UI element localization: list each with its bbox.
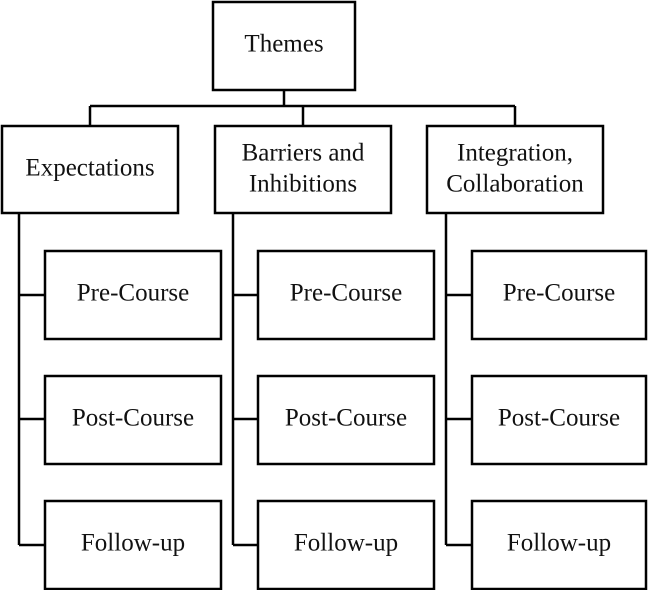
stage-label: Post-Course [498, 405, 620, 432]
stage-label: Follow-up [294, 530, 398, 557]
theme-1-connectors [17, 213, 45, 547]
theme-label-expectations: Expectations [25, 155, 154, 182]
stage-label: Pre-Course [77, 280, 189, 307]
stage-node-barriers-1: Pre-Course [256, 249, 436, 341]
stage-box [256, 499, 436, 590]
stage-box [470, 249, 648, 341]
stage-box [43, 374, 223, 466]
stage-node-integration-3: Follow-up [470, 499, 648, 590]
theme-label-barriers-line-1: Barriers and [242, 140, 365, 167]
stage-box [470, 499, 648, 590]
stage-label: Pre-Course [290, 280, 402, 307]
stage-node-barriers-3: Follow-up [256, 499, 436, 590]
theme-label-integration-line-2: Collaboration [446, 171, 584, 198]
stage-node-barriers-2: Post-Course [256, 374, 436, 466]
root-connectors [88, 90, 517, 126]
stage-node-expectations-3: Follow-up [43, 499, 223, 590]
theme-3-connectors [444, 213, 472, 547]
stage-label: Post-Course [285, 405, 407, 432]
stage-box [256, 374, 436, 466]
theme-node-integration: Integration, Collaboration [425, 124, 605, 215]
theme-2-connectors [231, 213, 258, 547]
stage-node-integration-2: Post-Course [470, 374, 648, 466]
root-node: Themes [211, 0, 357, 92]
stage-box [43, 499, 223, 590]
stage-node-integration-1: Pre-Course [470, 249, 648, 341]
theme-node-barriers: Barriers and Inhibitions [213, 124, 393, 215]
root-label: Themes [244, 31, 323, 58]
stage-node-expectations-1: Pre-Course [43, 249, 223, 341]
theme-node-expectations: Expectations [0, 124, 180, 215]
stage-label: Follow-up [81, 530, 185, 557]
stage-box [256, 249, 436, 341]
theme-label-integration-line-1: Integration, [457, 140, 573, 167]
stage-label: Follow-up [507, 530, 611, 557]
theme-box-integration [425, 124, 605, 215]
stage-node-expectations-2: Post-Course [43, 374, 223, 466]
theme-label-barriers-line-2: Inhibitions [249, 171, 357, 198]
stage-label: Pre-Course [503, 280, 615, 307]
stage-label: Post-Course [72, 405, 194, 432]
stage-box [43, 249, 223, 341]
theme-box-expectations [0, 124, 180, 215]
root-box [211, 0, 357, 92]
stage-box [470, 374, 648, 466]
theme-box-barriers [213, 124, 393, 215]
